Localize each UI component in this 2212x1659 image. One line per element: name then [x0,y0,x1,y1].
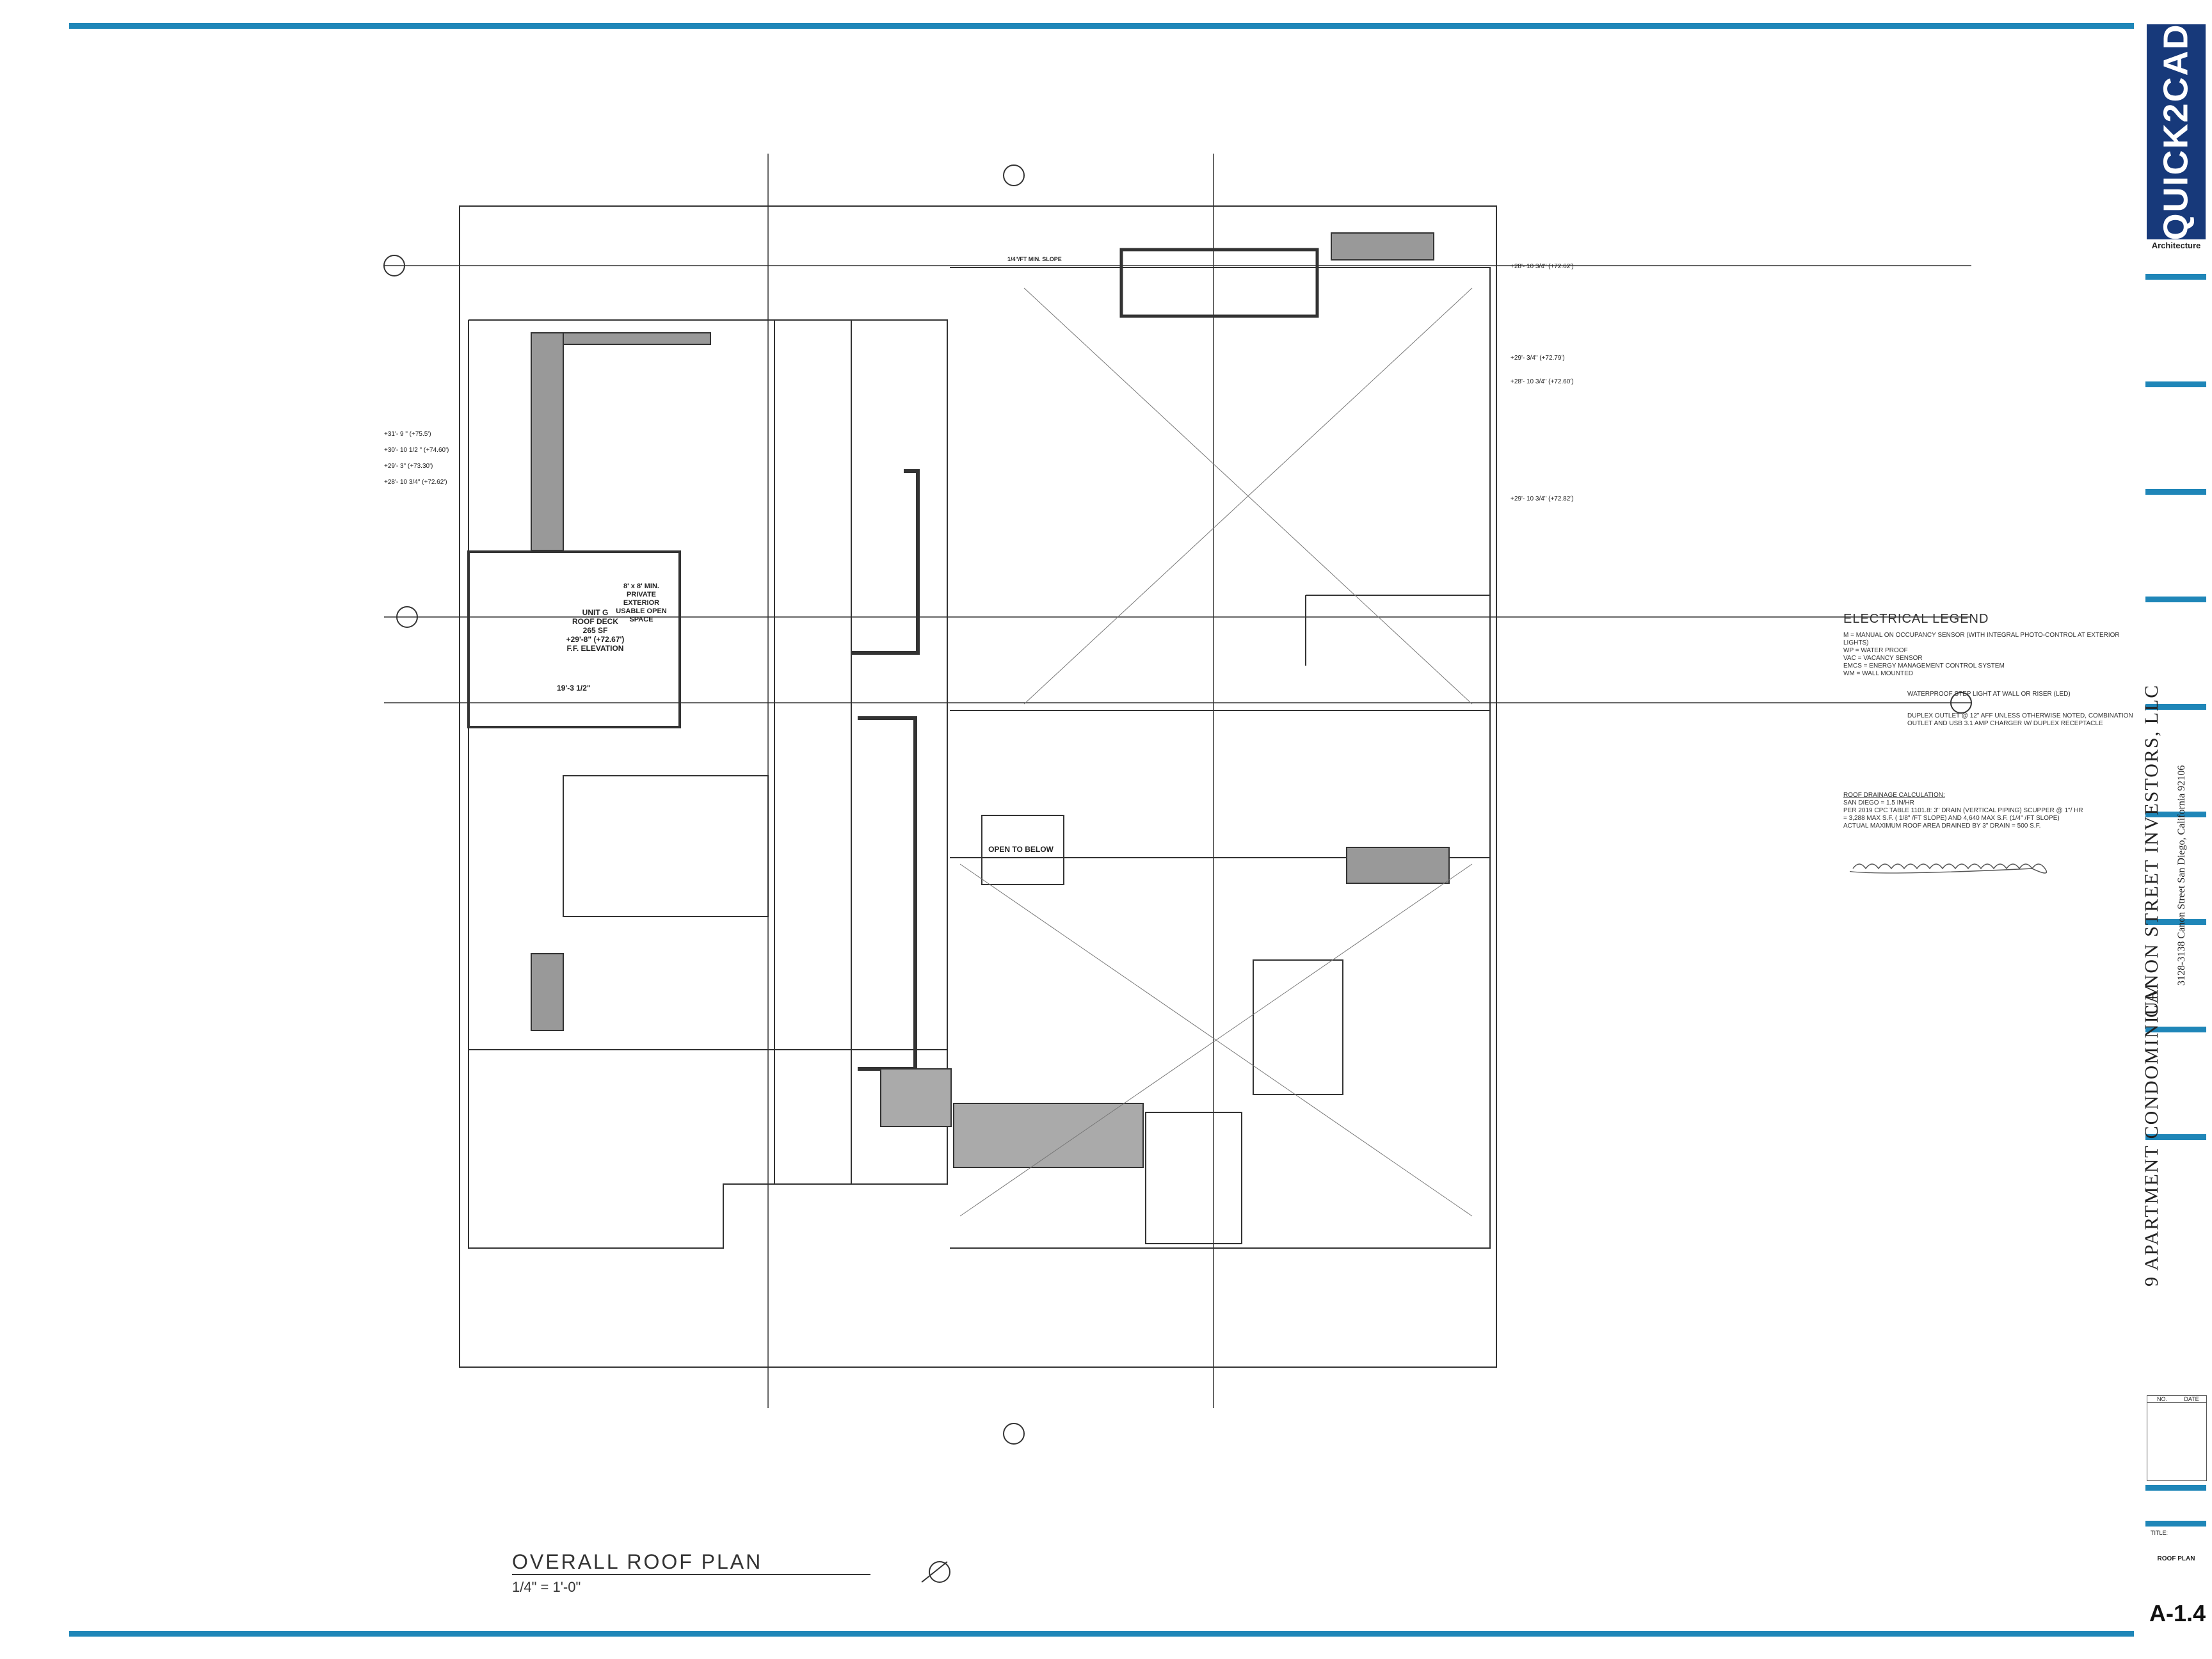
client-name: CANON STREET INVESTORS, LLC [2141,684,2162,1018]
tile-roof-e [1346,847,1450,884]
grid-bubble [383,255,405,276]
firm-logo: QUICK2CAD [2147,23,2206,241]
date-label: DATE [2184,1396,2199,1402]
slope-note: 1/4"/FT MIN. SLOPE [1007,256,1062,262]
tb-rule-7 [2145,919,2206,925]
bottom-border-line [69,1631,2134,1637]
deck-unit: UNIT G [582,608,609,617]
tb-rule-3 [2145,489,2206,495]
elevation-label: +31'- 9 " (+75.5') [384,431,431,438]
parapet-north [851,469,920,655]
plan-title-block: OVERALL ROOF PLAN 1/4" = 1'-0" [512,1550,870,1596]
tb-rule-9 [2145,1134,2206,1140]
elevation-label: +30'- 10 1/2 " (+74.60') [384,447,449,454]
legend-item: VAC = VACANCY SENSOR [1843,655,1923,662]
tb-rule-4 [2145,597,2206,602]
stair-west [563,775,769,917]
drainage-line: ACTUAL MAXIMUM ROOF AREA DRAINED BY 3" D… [1843,822,2041,830]
roof-plan-drawing [383,154,1972,1583]
elevation-label: +29'- 3" (+73.30') [384,463,433,470]
drainage-line: SAN DIEGO = 1.5 IN/HR [1843,799,1914,806]
drainage-calc: ROOF DRAINAGE CALCULATION: SAN DIEGO = 1… [1843,792,2138,830]
elevation-label: +28'- 10 3/4" (+72.60') [1511,378,1574,385]
legend-symbol: DUPLEX OUTLET @ 12" AFF UNLESS OTHERWISE… [1907,712,2133,727]
no-label: NO. [2156,1396,2167,1402]
sheet-title: ROOF PLAN [2157,1555,2195,1562]
opening-central [981,815,1064,885]
logo-text: QUICK2CAD [2157,23,2195,241]
tb-rule-10 [2145,1485,2206,1491]
elevation-label: +28'- 10 3/4" (+72.62') [384,479,447,486]
drainage-line: = 3,288 MAX S.F. ( 1/8" /FT SLOPE) AND 4… [1843,815,2060,822]
date-table: NO. DATE [2147,1395,2207,1481]
deck-ff: F.F. ELEVATION [566,644,624,653]
firm-name: Architecture [2151,241,2201,250]
parapet-central [858,716,917,1071]
elevation-label: +29'- 3/4" (+72.79') [1511,355,1565,362]
elevation-label: +28'- 10 3/4" (+72.62') [1511,263,1574,270]
tb-rule-2 [2145,381,2206,387]
tile-roof-ne [1331,232,1434,260]
tile-roof-west [531,332,564,551]
sheet-title-label: TITLE: [2151,1530,2168,1536]
opening-se [1145,1112,1242,1244]
tile-roof-sw [880,1068,952,1127]
title-underline [512,1574,870,1575]
north-arrow [929,1561,950,1583]
drainage-line: PER 2019 CPC TABLE 1101.8: 3" DRAIN (VER… [1843,807,2083,814]
tile-roof-nw2 [531,953,564,1031]
tile-roof-south [953,1103,1144,1168]
west-building-outline [468,319,948,1249]
deck-dim: 19'-3 1/2" [557,684,591,693]
legend-item: EMCS = ENERGY MANAGEMENT CONTROL SYSTEM [1843,662,2005,669]
elevation-label: +29'- 10 3/4" (+72.82') [1511,495,1574,502]
skylight-ne [1119,248,1319,318]
opening-label: OPEN TO BELOW [988,845,1054,854]
east-building-outline [950,267,1491,1249]
elevation-labels-east: +28'- 10 3/4" (+72.62') +29'- 3/4" (+72.… [1511,262,1607,503]
grid-bubble [1003,1423,1025,1445]
tb-rule-6 [2145,812,2206,817]
revision-cloud [1839,863,2048,874]
tb-rule-8 [2145,1027,2206,1032]
legend-item: M = MANUAL ON OCCUPANCY SENSOR (WITH INT… [1843,632,2120,646]
tb-rule-11 [2145,1521,2206,1527]
tb-rule-5 [2145,704,2206,710]
sheet-number: A-1.4 [2149,1600,2206,1626]
open-space-note: 8' x 8' MIN. PRIVATE EXTERIOR USABLE OPE… [616,582,667,623]
project-name: 9 APARTMENT CONDOMINIUM [2141,982,2162,1286]
legend-title: ELECTRICAL LEGEND [1843,612,1989,626]
plan-title: OVERALL ROOF PLAN [512,1550,763,1573]
deck-label: ROOF DECK [572,617,618,626]
plan-scale: 1/4" = 1'-0" [512,1579,581,1595]
elevation-labels: +31'- 9 " (+75.5') +30'- 10 1/2 " (+74.6… [384,430,493,486]
drainage-title: ROOF DRAINAGE CALCULATION: [1843,792,1945,799]
roof-deck-outline [467,550,681,728]
grid-bubble [1003,164,1025,186]
deck-area: 265 SF [582,626,608,635]
tb-rule-1 [2145,274,2206,280]
grid-bubble [396,606,418,628]
grid-bubble [1950,692,1972,714]
property-line [459,205,1497,1368]
legend-item: WM = WALL MOUNTED [1843,670,1913,677]
legend-symbol: WATERPROOF STEP LIGHT AT WALL OR RISER (… [1907,691,2071,698]
deck-elev: +29'-8" (+72.67') [566,635,625,644]
project-address: 3128-3138 Canon Street San Diego, Califo… [2176,765,2187,986]
stair-east [1253,959,1343,1095]
top-border-line [69,23,2134,29]
roof-deck-label: UNIT G ROOF DECK 265 SF +29'-8" (+72.67'… [557,608,634,653]
legend-item: WP = WATER PROOF [1843,647,1908,654]
electrical-legend: ELECTRICAL LEGEND M = MANUAL ON OCCUPANC… [1839,612,2138,883]
